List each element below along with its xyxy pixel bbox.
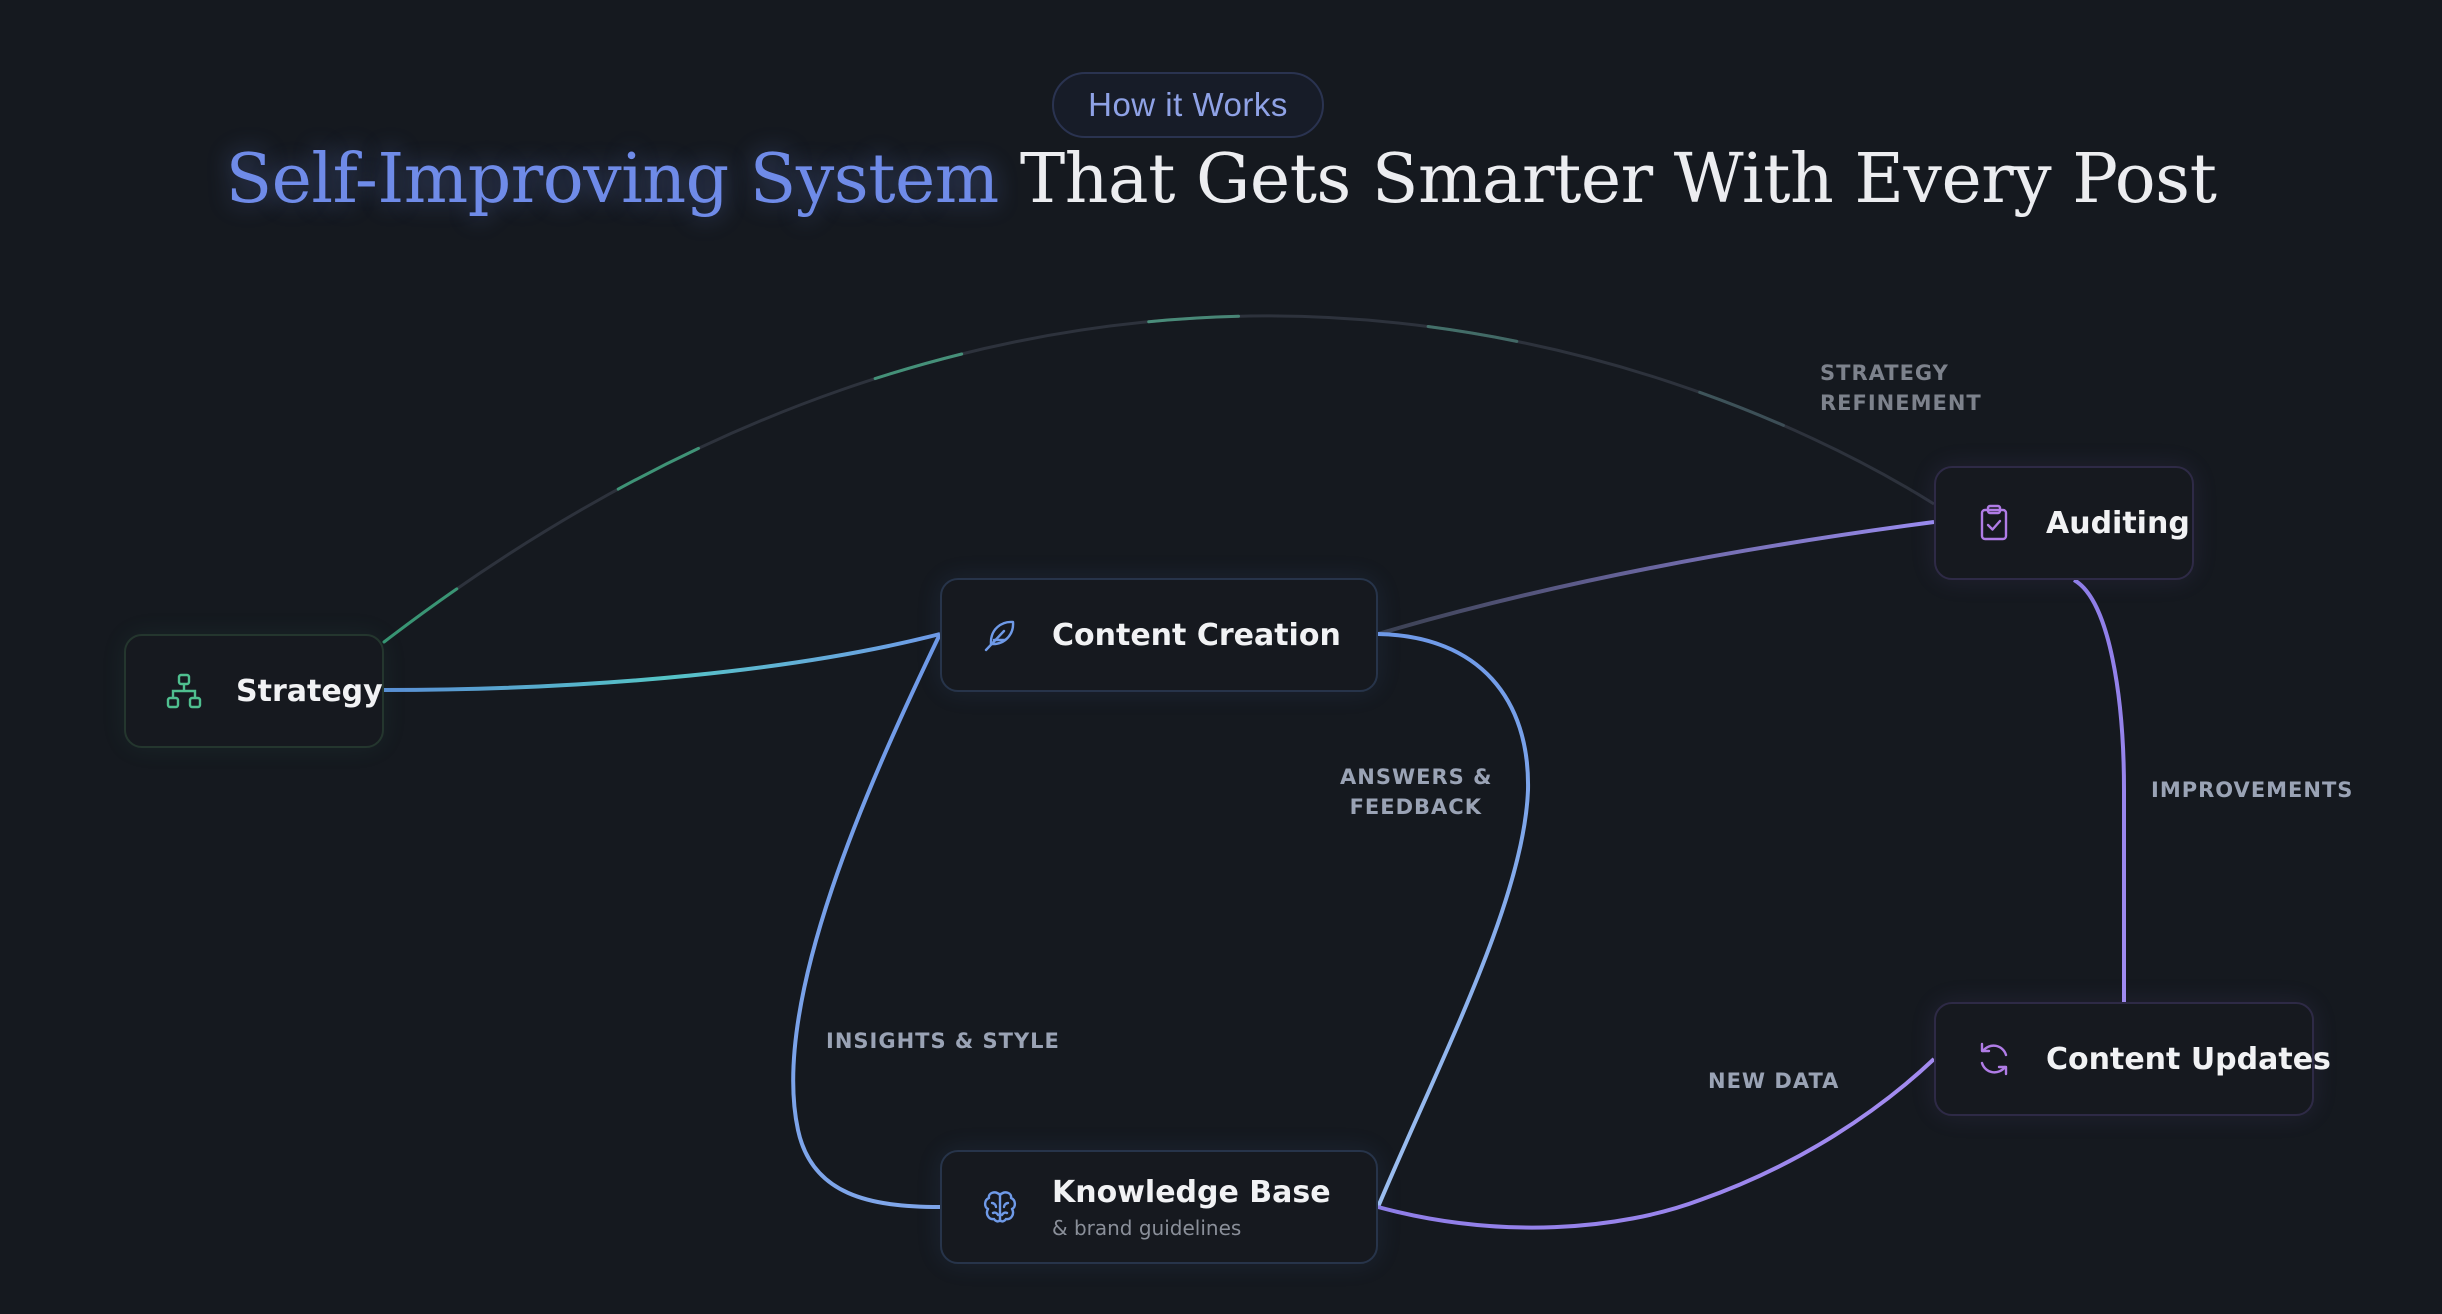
edge-label-strategy-refinement-line1: STRATEGY: [1820, 361, 1949, 385]
page-title-rest: That Gets Smarter With Every Post: [998, 140, 2217, 219]
node-content-updates-label: Content Updates: [2046, 1041, 2331, 1077]
edge-label-strategy-refinement-line2: REFINEMENT: [1820, 391, 1982, 415]
edge-label-answers-feedback-line1: ANSWERS &: [1340, 765, 1493, 789]
sitemap-icon: [164, 671, 204, 711]
node-content-creation[interactable]: Content Creation: [940, 578, 1378, 692]
edge-answers-feedback: [1376, 632, 1531, 1208]
node-knowledge-base-text: Knowledge Base & brand guidelines: [1052, 1175, 1331, 1240]
feather-icon: [980, 615, 1020, 655]
node-knowledge-base[interactable]: Knowledge Base & brand guidelines: [940, 1150, 1378, 1264]
edge-strategy-refinement-glow: [382, 314, 1936, 644]
node-strategy[interactable]: Strategy: [124, 634, 384, 748]
node-strategy-label: Strategy: [236, 673, 383, 709]
edge-label-answers-feedback: ANSWERS & FEEDBACK: [1340, 762, 1493, 822]
node-content-updates[interactable]: Content Updates: [1934, 1002, 2331, 1116]
node-knowledge-base-label: Knowledge Base: [1052, 1174, 1331, 1210]
node-auditing[interactable]: Auditing: [1934, 466, 2194, 580]
brain-icon: [980, 1187, 1020, 1227]
edge-creation-to-auditing: [1377, 520, 1935, 636]
edge-label-strategy-refinement: STRATEGY REFINEMENT: [1820, 358, 1982, 418]
clipboard-check-icon: [1974, 503, 2014, 543]
edge-new-data: [1377, 1057, 1936, 1230]
edge-label-answers-feedback-line2: FEEDBACK: [1349, 795, 1482, 819]
page-title-accent: Self-Improving System: [225, 140, 1000, 219]
edge-label-new-data: NEW DATA: [1708, 1069, 1840, 1093]
edge-improvements: [2072, 578, 2127, 1002]
edge-label-improvements: IMPROVEMENTS: [2151, 778, 2354, 802]
refresh-icon: [1974, 1039, 2014, 1079]
edge-insights-style: [791, 633, 942, 1209]
page-title: Self-Improving System That Gets Smarter …: [0, 140, 2442, 219]
node-knowledge-base-sublabel: & brand guidelines: [1052, 1215, 1242, 1240]
section-badge: How it Works: [1052, 72, 1324, 138]
node-content-creation-label: Content Creation: [1052, 617, 1341, 653]
edge-label-insights-style: INSIGHTS & STYLE: [826, 1029, 1060, 1053]
node-auditing-label: Auditing: [2046, 505, 2190, 541]
edge-strategy-to-creation: [383, 632, 941, 692]
